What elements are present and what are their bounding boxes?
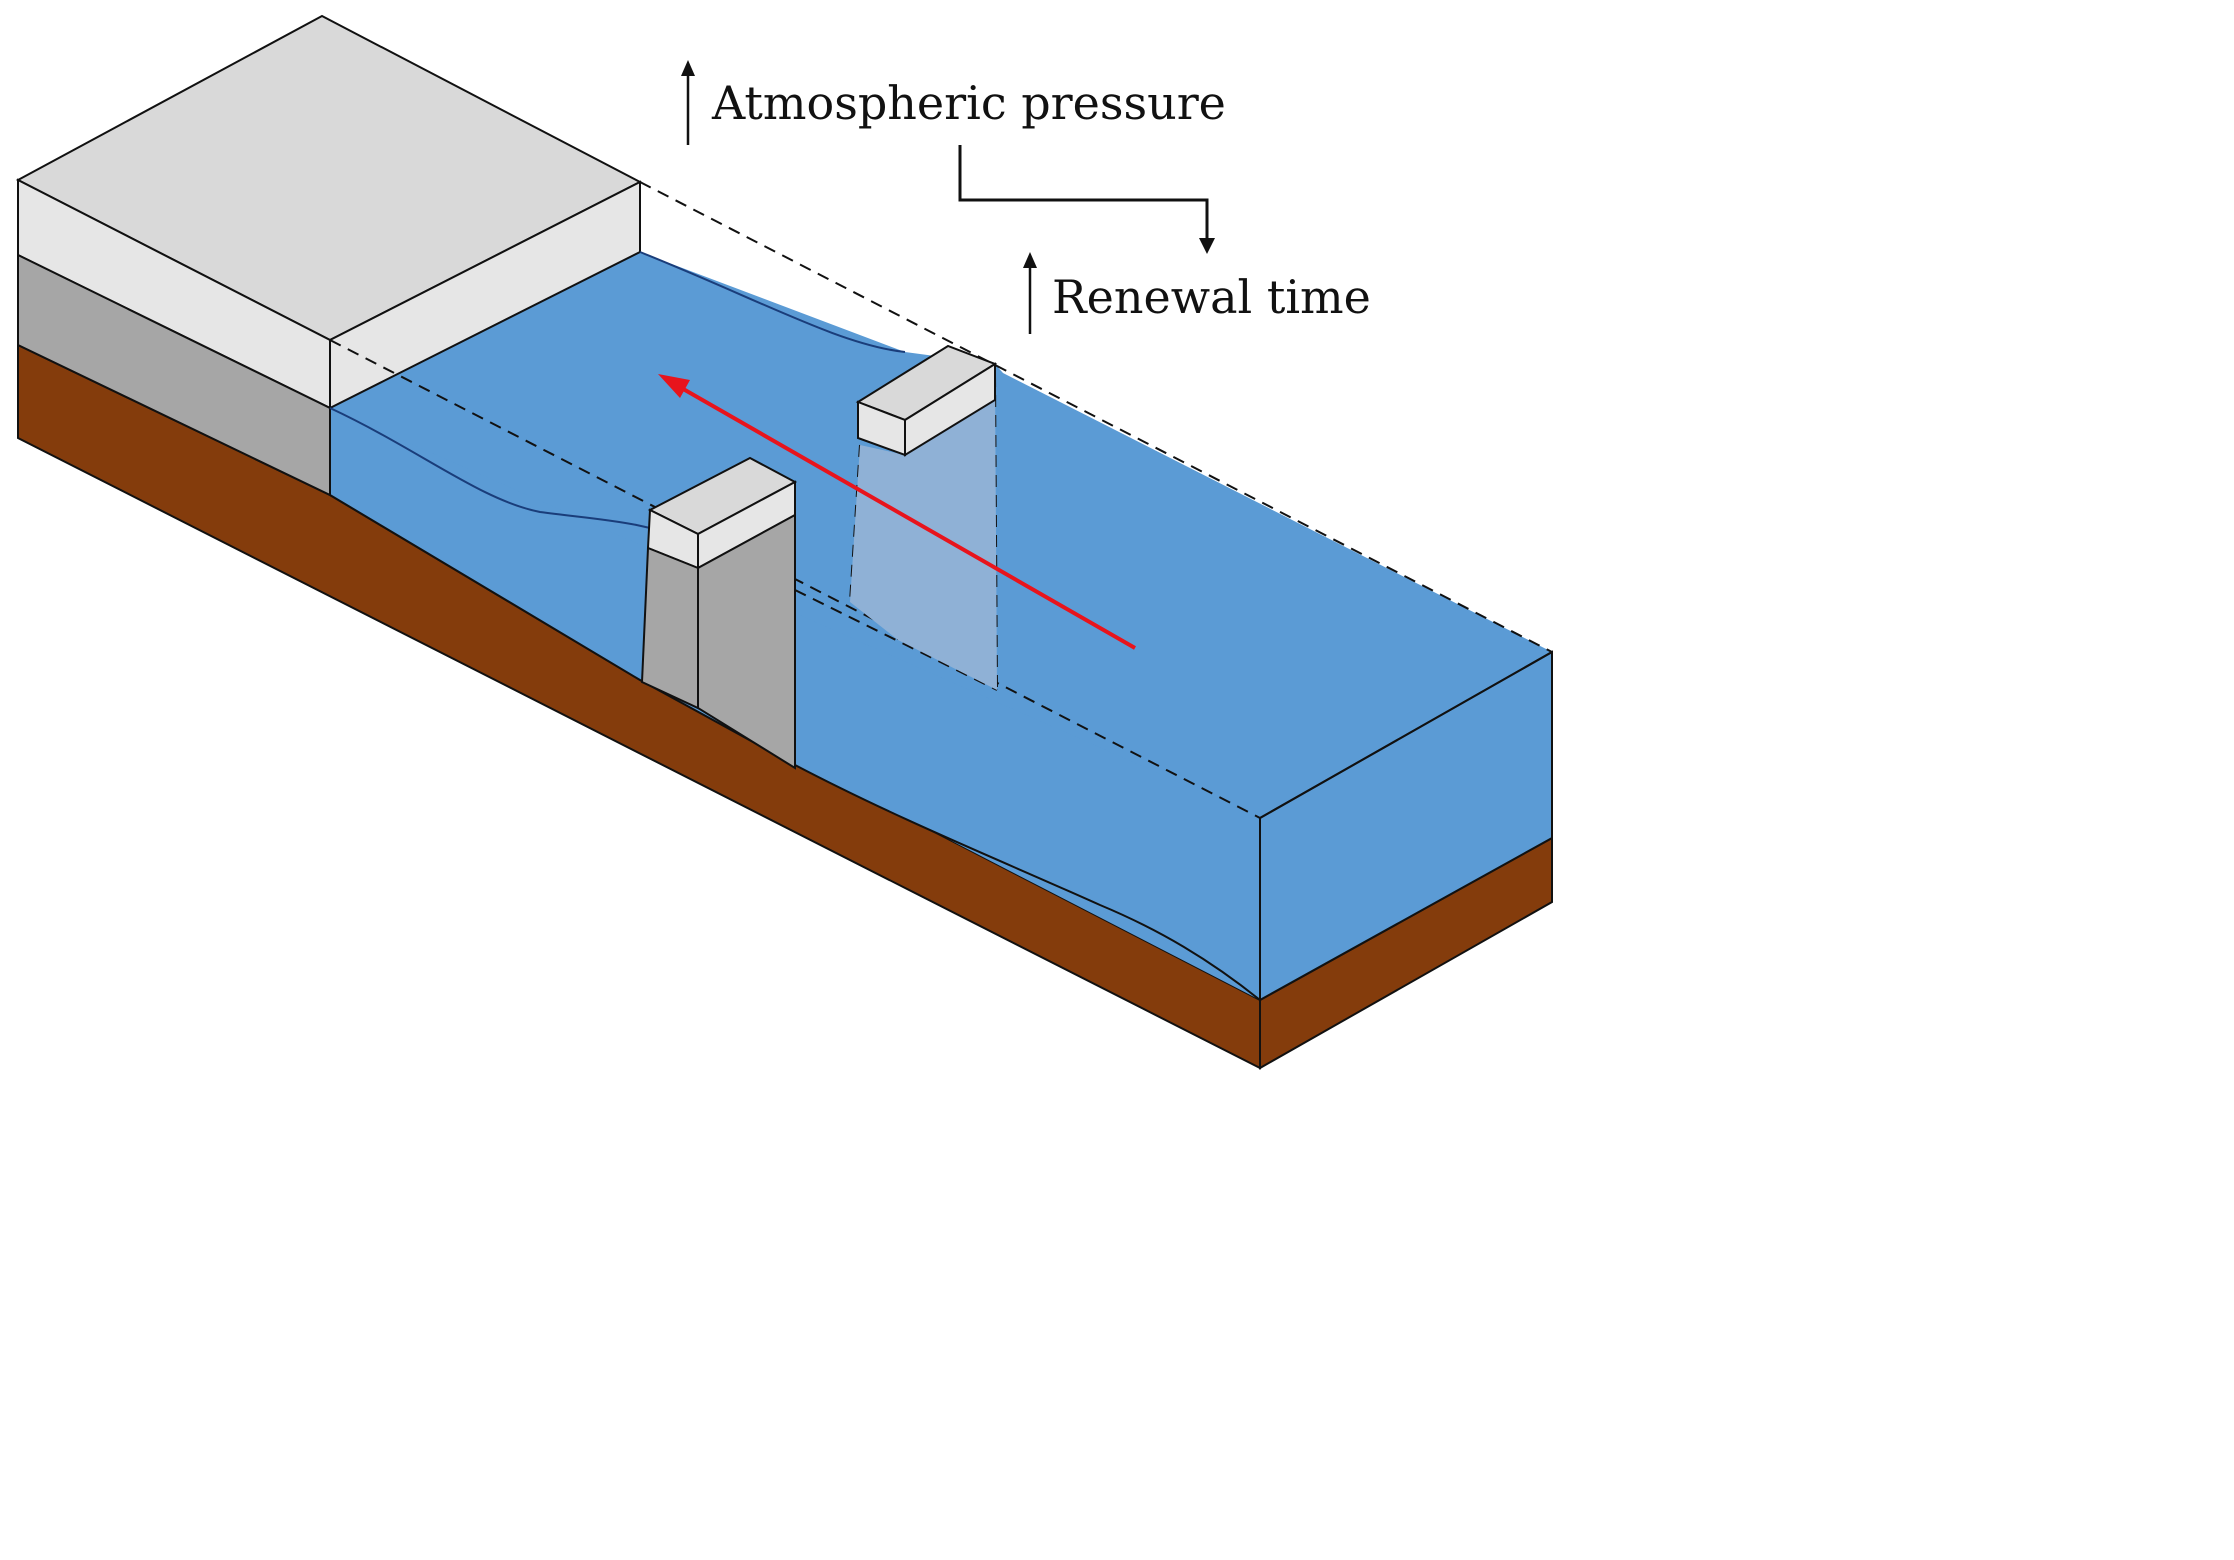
- diagram-canvas: [15, 14, 1553, 1070]
- elbow-arrow: [958, 145, 1215, 254]
- ice-front-face-lower: [17, 253, 331, 497]
- front-pillar: [640, 456, 798, 770]
- fjord-block-diagram: Atmospheric pressure Renewal time: [0, 0, 1568, 1109]
- surface-curve-front: [329, 407, 706, 546]
- back-pillar-side: [904, 362, 996, 457]
- renewal-arrow: [1023, 252, 1037, 334]
- flow-arrow: [658, 374, 1136, 650]
- pressure-arrowhead: [681, 60, 695, 76]
- renewal-time-label: Renewal time: [1052, 270, 1371, 324]
- front-pillar-side-lower: [697, 513, 796, 770]
- red-arrowhead: [658, 374, 690, 398]
- renewal-arrowhead: [1023, 252, 1037, 268]
- dashed-pillar-base: [794, 589, 998, 691]
- atmospheric-pressure-label: Atmospheric pressure: [712, 76, 1226, 130]
- dashed-top-back-edge: [639, 181, 1553, 653]
- back-pillar-submerged-face: [850, 375, 997, 690]
- elbow-arrowhead: [1199, 238, 1215, 254]
- surface-curves: [329, 251, 906, 546]
- elbow-down-arrow-icon: [958, 145, 1209, 240]
- back-pillar: [850, 344, 998, 690]
- pressure-arrow: [681, 60, 695, 145]
- water-seabed-contact: [329, 494, 1261, 1001]
- water-front-top-edge: [1259, 651, 1553, 819]
- front-pillar-front-lower: [640, 546, 699, 710]
- surface-curve-back: [639, 251, 906, 353]
- red-arrow-icon: [677, 384, 1136, 650]
- ice-block: [15, 14, 643, 497]
- dashed-pillar-right: [994, 374, 998, 691]
